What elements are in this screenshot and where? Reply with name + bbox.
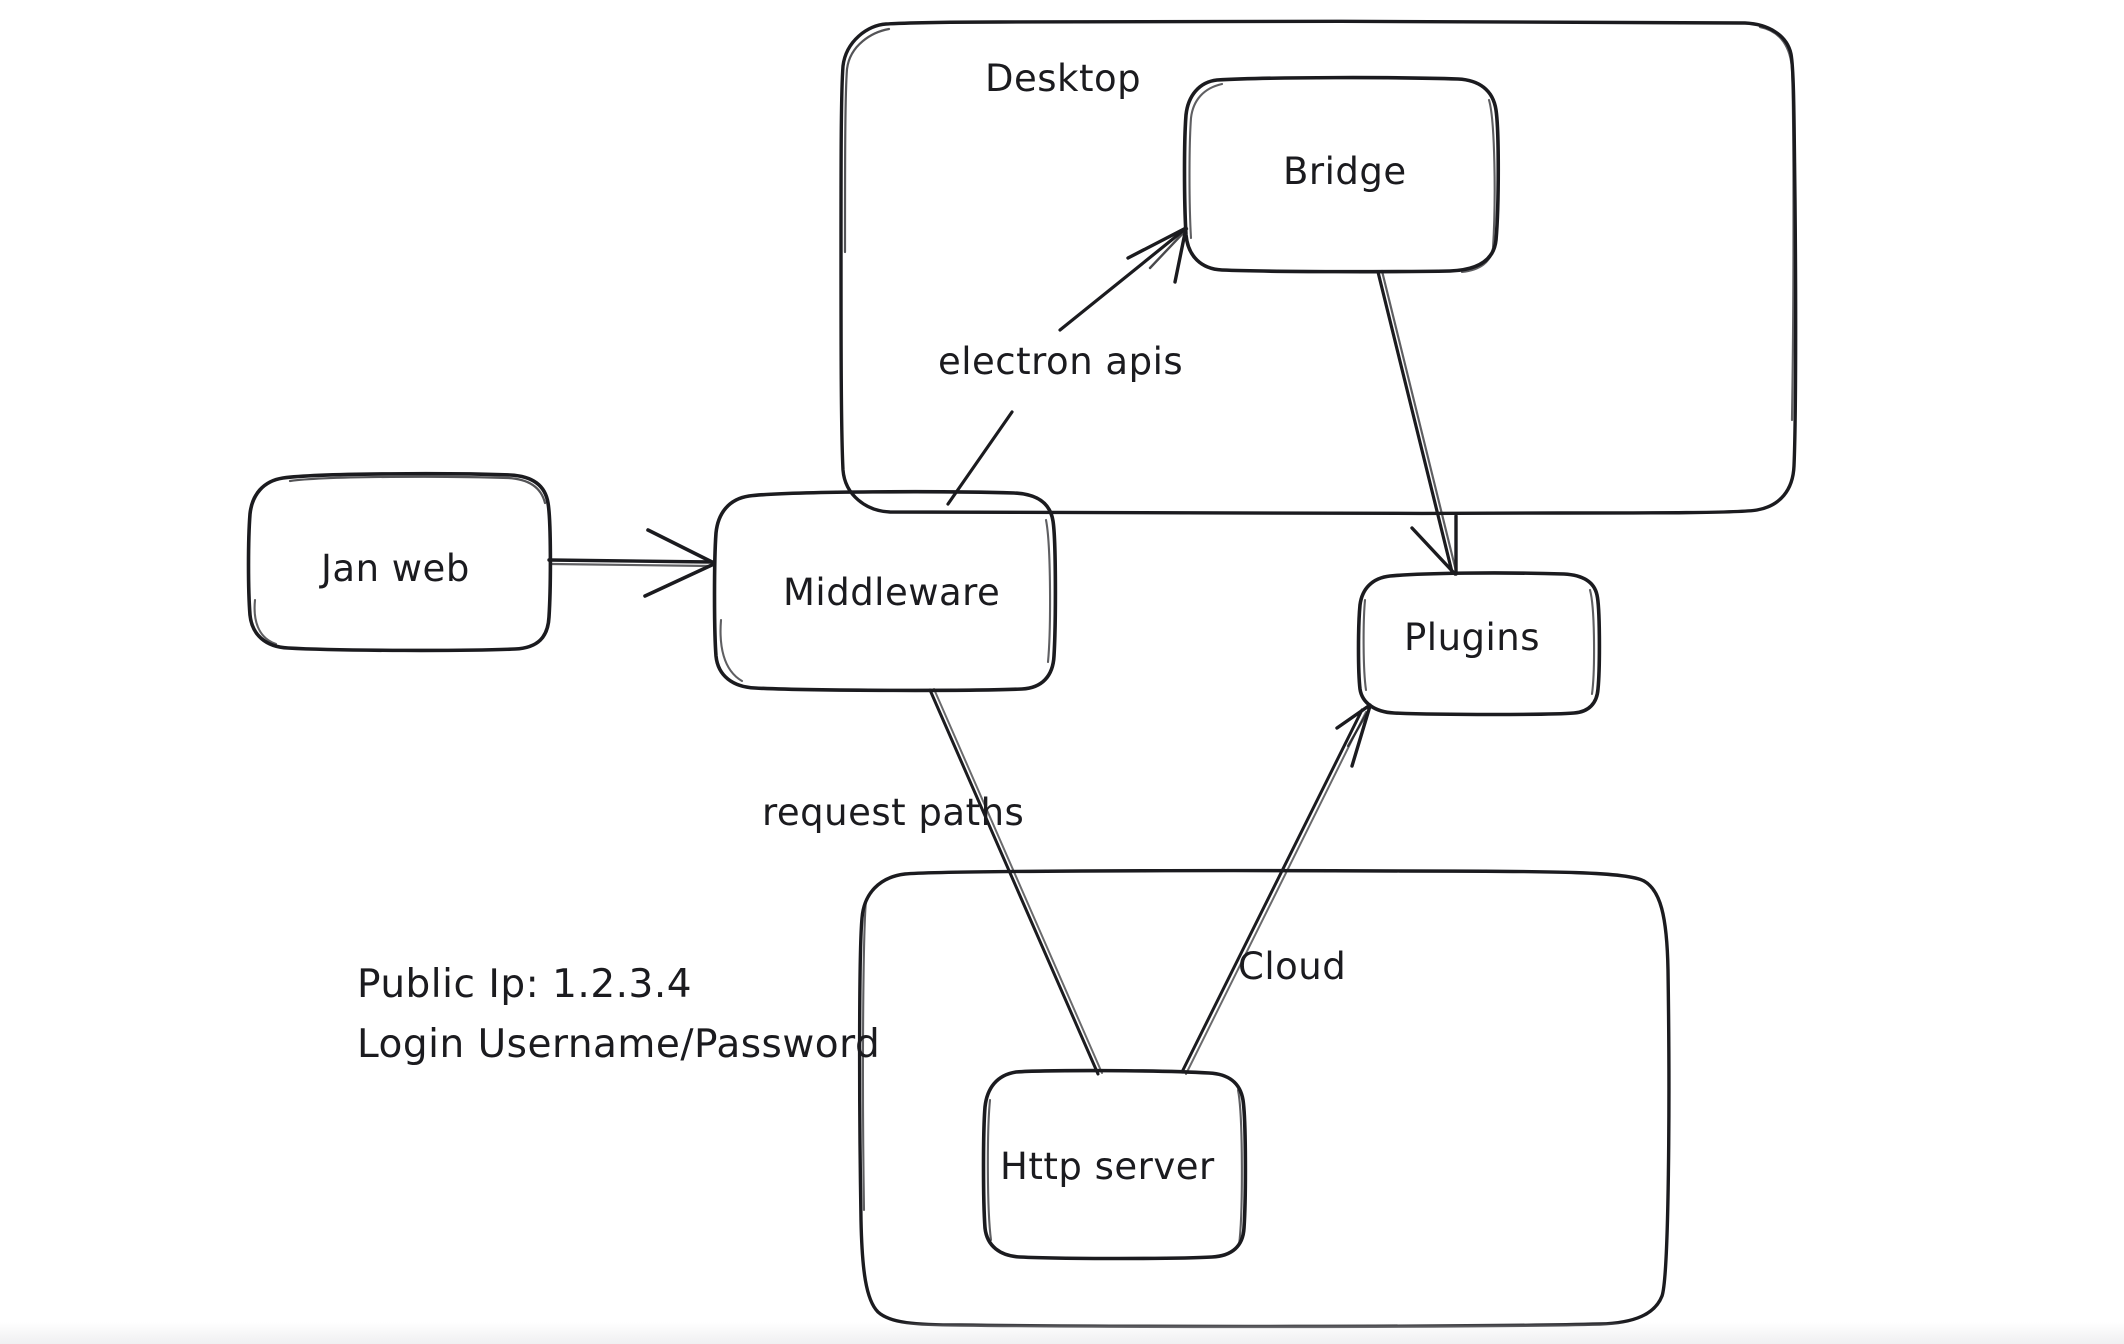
edge-middleware-to-bridge (946, 226, 1189, 506)
group-label-desktop: Desktop (985, 57, 1142, 100)
edge-label-electron-apis: electron apis (938, 340, 1184, 383)
bottom-edge-strip (0, 1322, 2124, 1344)
edge-bridge-to-plugins (1376, 269, 1458, 576)
note-login-credentials: Login Username/Password (357, 1022, 881, 1067)
node-label-bridge: Bridge (1283, 150, 1407, 193)
node-jan-web-border (246, 471, 553, 653)
node-bridge-border (1182, 75, 1501, 274)
edge-label-request-paths: request paths (762, 791, 1025, 834)
node-label-plugins: Plugins (1404, 616, 1541, 659)
edge-middleware-to-http-server (928, 688, 1103, 1076)
node-http-server-border (981, 1068, 1248, 1261)
node-label-middleware: Middleware (783, 571, 1001, 614)
edge-jan-web-to-middleware (547, 528, 716, 598)
node-label-http-server: Http server (1000, 1145, 1215, 1188)
node-plugins-border (1356, 571, 1602, 717)
node-middleware-border (712, 489, 1058, 693)
edge-label-cloud: Cloud (1238, 945, 1347, 988)
group-desktop-border (839, 19, 1798, 516)
node-label-jan-web: Jan web (321, 547, 470, 590)
group-cloud-border (857, 868, 1671, 1329)
note-public-ip: Public Ip: 1.2.3.4 (357, 962, 693, 1007)
edge-http-server-to-plugins (1180, 703, 1373, 1075)
